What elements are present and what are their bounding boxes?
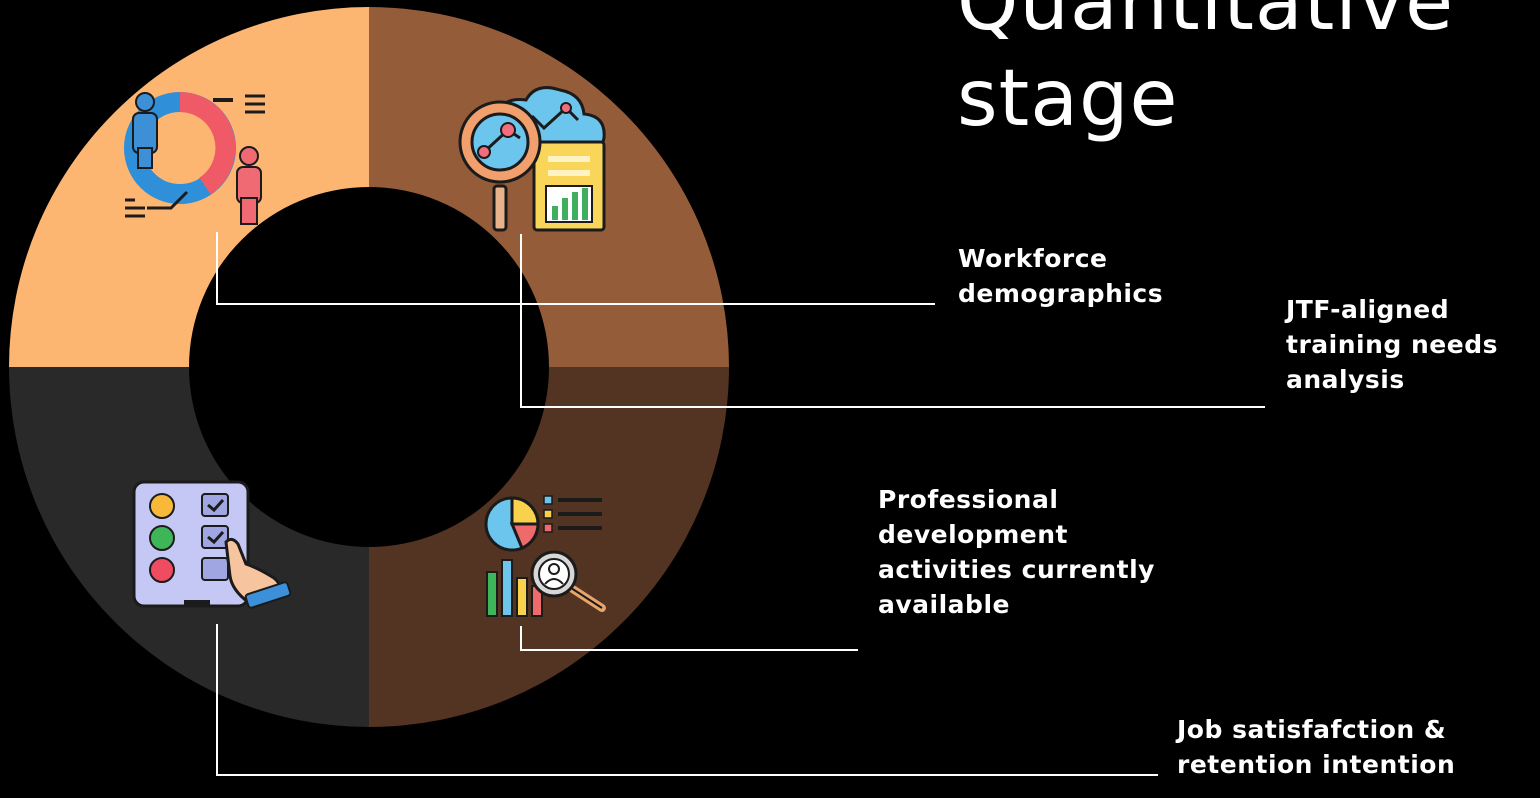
label-line: Professional	[878, 485, 1059, 514]
page-title: Quantitative stage	[957, 0, 1454, 147]
segment-professional-development	[369, 367, 729, 727]
label-line: analysis	[1286, 365, 1405, 394]
label-line: activities currently	[878, 555, 1155, 584]
label-professional-development: Professional development activities curr…	[878, 482, 1218, 622]
connector-workforce	[216, 232, 935, 305]
label-line: available	[878, 590, 1010, 619]
label-jtf-training-needs: JTF-aligned training needs analysis	[1286, 292, 1536, 397]
label-workforce-demographics: Workforce demographics	[958, 241, 1218, 311]
label-line: retention intention	[1177, 750, 1456, 779]
title-line-1: Quantitative	[957, 0, 1455, 48]
label-line: Job satisfafction &	[1177, 715, 1447, 744]
label-line: development	[878, 520, 1068, 549]
label-line: training needs	[1286, 330, 1498, 359]
analytics-report-icon	[484, 495, 606, 617]
label-line: JTF-aligned	[1286, 295, 1450, 324]
satisfaction-survey-icon	[132, 480, 292, 609]
title-line-2: stage	[957, 54, 1179, 144]
label-line: demographics	[958, 279, 1164, 308]
demographics-icon	[124, 92, 265, 225]
data-analysis-icon	[458, 86, 606, 232]
connector-job	[216, 624, 1158, 776]
connector-professional	[520, 626, 858, 651]
label-line: Workforce	[958, 244, 1108, 273]
connector-jtf	[520, 234, 1265, 408]
label-job-satisfaction: Job satisfafction & retention intention	[1177, 712, 1507, 782]
